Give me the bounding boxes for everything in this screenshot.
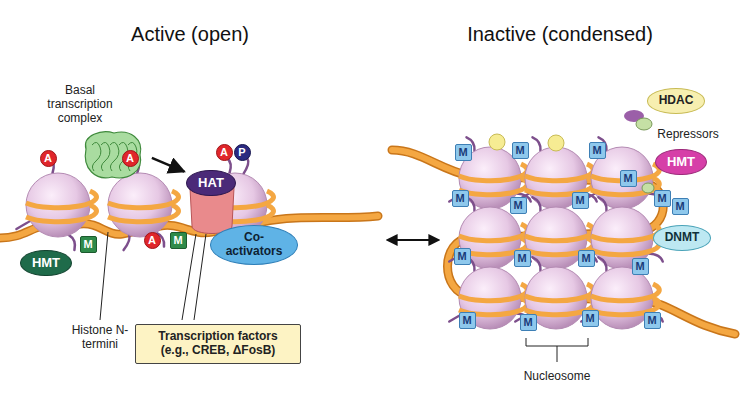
- histone-tail: [599, 197, 607, 211]
- dna-wrap: [525, 224, 593, 241]
- methyl-mark: M: [632, 258, 649, 275]
- bracket: [526, 338, 588, 362]
- annotation: Histone N-termini: [60, 324, 140, 352]
- node-text: HAT: [198, 176, 224, 191]
- dna-wrap: [459, 284, 527, 301]
- node-text: HMT: [667, 155, 695, 170]
- repressor-protein: [642, 183, 654, 193]
- nucleosome: [449, 257, 530, 329]
- methyl-mark: M: [589, 142, 606, 159]
- leader-line: [100, 232, 108, 320]
- dna-wrap: [459, 164, 527, 181]
- repressor-protein: [636, 118, 652, 130]
- dna-wrap: [26, 191, 96, 208]
- enzyme-ellipse: HAT: [186, 170, 236, 197]
- arrow-connector: [152, 158, 184, 172]
- dna-wrap: [108, 191, 178, 208]
- dna-wrap: [591, 238, 659, 255]
- enzyme-ellipse: DNMT: [653, 225, 712, 251]
- yellow-protein: [548, 135, 564, 151]
- methyl-mark: M: [620, 170, 637, 187]
- enzyme-ellipse: HMT: [20, 250, 72, 277]
- enzyme-ellipse: HDAC: [647, 88, 706, 114]
- histone-tail: [599, 257, 607, 271]
- double-arrow: [388, 239, 438, 241]
- acetyl-mark: A: [144, 232, 161, 249]
- dna-wrap: [591, 284, 659, 301]
- nucleosome: [449, 197, 530, 269]
- complex-texture: [92, 143, 101, 172]
- histone-tail: [533, 137, 541, 151]
- methyl-mark: M: [520, 314, 537, 331]
- node-text: Transcription factors (e.g., CREB, ΔFosB…: [143, 330, 293, 358]
- histone-tail: [533, 197, 541, 211]
- methyl-mark: M: [672, 198, 689, 215]
- methyl-mark: M: [514, 250, 531, 267]
- dna-wrap: [108, 205, 178, 222]
- methyl-mark: M: [454, 248, 471, 265]
- node-text: HDAC: [659, 94, 694, 108]
- histone-tail: [649, 254, 663, 262]
- complex-label: Basal transcription complex: [40, 84, 150, 183]
- dna-wrap: [591, 224, 659, 241]
- methyl-mark: M: [512, 142, 529, 159]
- methyl-mark: M: [582, 310, 599, 327]
- methyl-mark: M: [644, 312, 661, 329]
- histone-tail: [16, 221, 30, 229]
- complex-texture: [101, 143, 110, 172]
- node-text: HMT: [32, 256, 60, 271]
- methyl-mark: M: [455, 144, 472, 161]
- dna-wrap: [459, 178, 527, 195]
- nucleosome: [581, 137, 662, 209]
- annotation: Repressors: [657, 128, 718, 142]
- node-text: DNMT: [665, 231, 700, 245]
- methyl-mark: M: [452, 190, 469, 207]
- dna-wrap: [26, 205, 96, 222]
- node-text: Co-activators: [222, 231, 286, 259]
- methyl-mark: M: [572, 192, 589, 209]
- methyl-mark: M: [459, 312, 476, 329]
- histone-tail: [124, 235, 130, 250]
- panel-title: Active (open): [131, 23, 249, 46]
- acetyl-mark: A: [122, 150, 139, 167]
- panel-title: Inactive (condensed): [467, 23, 653, 46]
- methyl-mark: M: [578, 250, 595, 267]
- yellow-protein: [489, 134, 505, 150]
- histone-tail: [69, 235, 75, 250]
- histone-tail: [533, 257, 541, 271]
- dna-wrap: [459, 224, 527, 241]
- complex-blob: [85, 132, 140, 178]
- methyl-mark: M: [510, 197, 527, 214]
- acetyl-mark: A: [40, 150, 57, 167]
- methyl-mark: M: [654, 190, 671, 207]
- methyl-mark: M: [170, 232, 187, 249]
- node-text: Basal transcription complex: [40, 84, 120, 125]
- dna-wrap: [525, 164, 593, 181]
- nucleosome: [581, 257, 662, 329]
- leader-line: [194, 234, 206, 320]
- enzyme-ellipse: HMT: [655, 149, 707, 176]
- complex-texture: [110, 143, 119, 172]
- phospho-mark: P: [234, 144, 251, 161]
- annotation: Nucleosome: [524, 370, 591, 384]
- dna-wrap: [525, 284, 593, 301]
- histone-tail: [243, 159, 248, 174]
- methyl-mark: M: [80, 236, 97, 253]
- acetyl-mark: A: [216, 144, 233, 161]
- label-box: Transcription factors (e.g., CREB, ΔFosB…: [135, 324, 301, 364]
- coactivator-ellipse: Co-activators: [210, 225, 298, 265]
